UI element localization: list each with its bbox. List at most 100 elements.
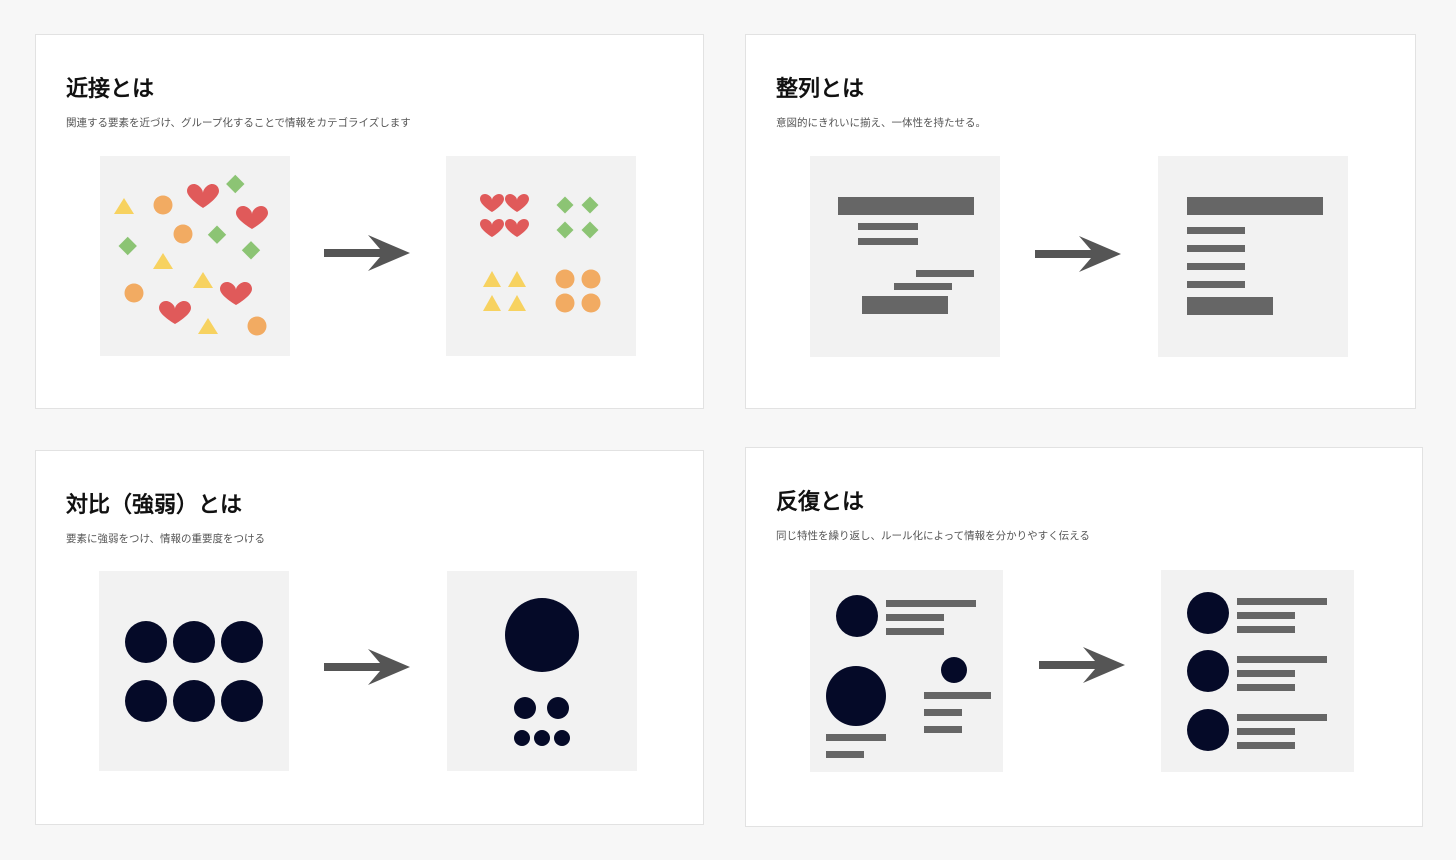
diamond-icon: [118, 236, 137, 256]
diamond-icon: [226, 174, 245, 194]
bar: [894, 283, 952, 290]
repetition-card: 反復とは 同じ特性を繰り返し、ルール化によって情報を分かりやすく伝える: [745, 447, 1423, 827]
circle-icon: [514, 697, 536, 719]
proximity-after-panel: [446, 156, 636, 356]
triangle-icon: [198, 318, 218, 334]
bar: [1187, 297, 1273, 315]
repetition-description: 同じ特性を繰り返し、ルール化によって情報を分かりやすく伝える: [776, 530, 1090, 542]
bar: [924, 726, 962, 733]
circle-icon: [581, 269, 601, 289]
heart-icon: [220, 282, 252, 305]
triangle-icon: [153, 253, 173, 269]
heart-icon: [236, 206, 268, 229]
diamond-icon: [581, 221, 599, 239]
diamond-icon: [207, 225, 227, 244]
alignment-after-panel: [1158, 156, 1348, 357]
heart-icon: [480, 219, 504, 237]
bar: [1187, 245, 1245, 252]
triangle-icon: [508, 271, 526, 287]
triangle-icon: [483, 295, 501, 311]
heart-icon: [159, 301, 191, 324]
heart-icon: [187, 184, 219, 208]
circle-icon: [555, 293, 575, 313]
circle-icon: [547, 697, 569, 719]
bar: [1237, 714, 1327, 721]
bar: [1187, 227, 1245, 234]
diamond-group: [556, 196, 599, 239]
circle-icon: [505, 598, 579, 672]
proximity-before-panel: [100, 156, 290, 356]
circle-icon: [514, 730, 530, 746]
proximity-description: 関連する要素を近づけ、グループ化することで情報をカテゴライズします: [66, 117, 411, 129]
circle-icon: [941, 657, 967, 683]
triangle-icon: [508, 295, 526, 311]
weighted-circles: [505, 598, 579, 746]
bar: [858, 223, 918, 230]
circle-icon: [125, 621, 167, 663]
grouped-shapes: [480, 194, 601, 313]
diamond-icon: [556, 221, 574, 239]
circle-icon: [581, 293, 601, 313]
bar: [916, 270, 974, 277]
aligned-bars: [1187, 197, 1323, 315]
circle-icon: [173, 621, 215, 663]
diamond-icon: [556, 196, 574, 214]
proximity-card: 近接とは 関連する要素を近づけ、グループ化することで情報をカテゴライズします: [35, 34, 704, 409]
circle-icon: [221, 621, 263, 663]
equal-circles: [125, 621, 263, 722]
contrast-description: 要素に強弱をつけ、情報の重要度をつける: [66, 533, 265, 545]
bar: [924, 709, 962, 716]
alignment-card: 整列とは 意図的にきれいに揃え、一体性を持たせる。: [745, 34, 1416, 409]
heart-icon: [505, 194, 529, 212]
right-arrow-icon: [324, 649, 410, 685]
circle-icon: [125, 680, 167, 722]
circle-icon: [1187, 650, 1229, 692]
circle-icon: [534, 730, 550, 746]
circle-group: [555, 269, 601, 313]
circle-icon: [555, 269, 575, 289]
alignment-title: 整列とは: [776, 77, 865, 102]
bar: [838, 197, 974, 215]
right-arrow-icon: [324, 235, 410, 271]
bar: [826, 751, 864, 758]
heart-icon: [480, 194, 504, 212]
bar: [1237, 684, 1295, 691]
circle-icon: [221, 680, 263, 722]
bar: [924, 692, 991, 699]
contrast-card: 対比（強弱）とは 要素に強弱をつけ、情報の重要度をつける: [35, 450, 704, 825]
bar: [1237, 612, 1295, 619]
bar: [858, 238, 918, 245]
diamond-icon: [581, 196, 599, 214]
proximity-title: 近接とは: [66, 77, 155, 102]
bar: [862, 296, 948, 314]
repetition-before-panel: [810, 570, 1003, 772]
triangle-icon: [193, 272, 213, 288]
circle-icon: [1187, 709, 1229, 751]
diamond-icon: [241, 241, 261, 260]
repetition-after-panel: [1161, 570, 1354, 772]
bar: [886, 614, 944, 621]
unaligned-bars: [838, 197, 974, 314]
repeated-pattern: [1187, 592, 1327, 751]
circle-icon: [173, 680, 215, 722]
bar: [1187, 281, 1245, 288]
bar: [1237, 742, 1295, 749]
circle-icon: [836, 595, 878, 637]
bar: [826, 734, 886, 741]
bar: [1187, 263, 1245, 270]
heart-group: [480, 194, 529, 237]
bar: [1237, 670, 1295, 677]
bar: [1237, 656, 1327, 663]
contrast-after-panel: [447, 571, 637, 771]
triangle-group: [483, 271, 526, 311]
triangle-icon: [483, 271, 501, 287]
bar: [886, 600, 976, 607]
alignment-before-panel: [810, 156, 1000, 357]
circle-icon: [1187, 592, 1229, 634]
irregular-pattern: [826, 595, 991, 758]
circle-icon: [247, 316, 267, 336]
circle-icon: [173, 224, 193, 244]
heart-icon: [505, 219, 529, 237]
bar: [1237, 728, 1295, 735]
bar: [886, 628, 944, 635]
